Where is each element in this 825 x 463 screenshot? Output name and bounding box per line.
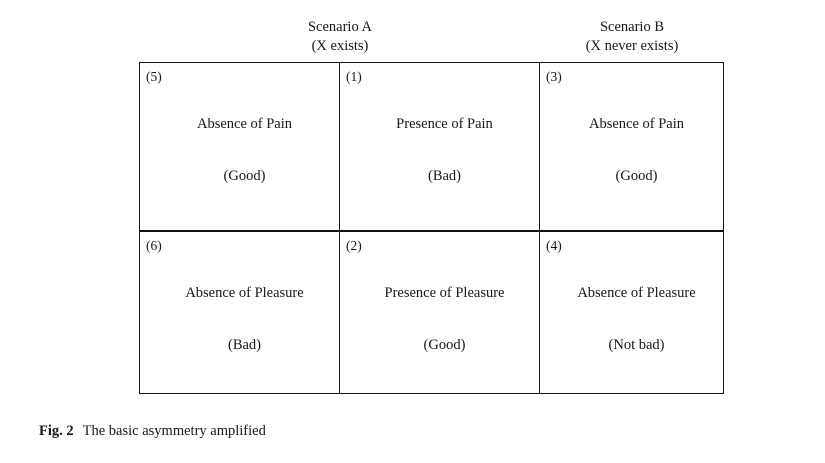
cell-label: Absence of Pleasure <box>577 285 696 301</box>
cell-valuation: (Not bad) <box>608 337 665 353</box>
table-row: (6) Absence of Pleasure (Bad) (2) Presen… <box>139 231 724 394</box>
cell-valuation: (Bad) <box>227 337 261 353</box>
column-header-scenario-b-title: Scenario B <box>599 19 665 35</box>
asymmetry-matrix-table: (5) Absence of Pain (Good) (1) Presence … <box>139 62 724 394</box>
cell-number: (1) <box>346 69 362 84</box>
cell-label: Presence of Pleasure <box>384 285 505 301</box>
cell-number: (6) <box>146 238 162 253</box>
cell-valuation: (Good) <box>223 168 266 184</box>
figure-caption: Fig. 2 The basic asymmetry amplified <box>39 422 266 441</box>
cell-label: Absence of Pain <box>196 116 293 132</box>
cell-valuation: (Good) <box>615 168 658 184</box>
cell-number: (4) <box>546 238 562 253</box>
cell-number: (5) <box>146 69 162 84</box>
column-header-scenario-a: Scenario A (X exists) <box>240 18 440 56</box>
table-row: (5) Absence of Pain (Good) (1) Presence … <box>139 62 724 232</box>
cell-valuation: (Bad) <box>427 168 461 184</box>
table-cell-1: (1) Presence of Pain (Bad) <box>339 62 540 232</box>
table-cell-5: (5) Absence of Pain (Good) <box>139 62 340 232</box>
figure-caption-label: Fig. 2 <box>39 423 74 439</box>
cell-valuation: (Good) <box>423 337 466 353</box>
cell-label: Absence of Pain <box>588 116 685 132</box>
cell-label: Presence of Pain <box>396 116 493 132</box>
figure-caption-text: The basic asymmetry amplified <box>82 423 266 439</box>
table-cell-6: (6) Absence of Pleasure (Bad) <box>139 231 340 394</box>
column-header-scenario-b-subtitle: (X never exists) <box>585 38 679 54</box>
column-header-scenario-a-title: Scenario A <box>307 19 373 35</box>
cell-number: (2) <box>346 238 362 253</box>
column-header-scenario-a-subtitle: (X exists) <box>311 38 369 54</box>
table-cell-4: (4) Absence of Pleasure (Not bad) <box>539 231 724 394</box>
cell-label: Absence of Pleasure <box>185 285 304 301</box>
column-header-scenario-b: Scenario B (X never exists) <box>532 18 732 56</box>
table-cell-2: (2) Presence of Pleasure (Good) <box>339 231 540 394</box>
cell-number: (3) <box>546 69 562 84</box>
table-cell-3: (3) Absence of Pain (Good) <box>539 62 724 232</box>
